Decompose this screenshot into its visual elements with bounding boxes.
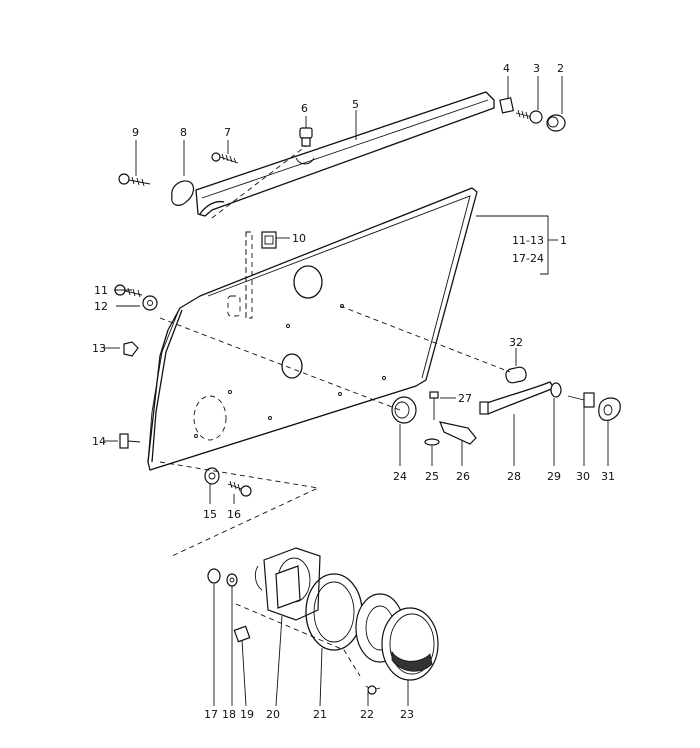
label-31: 31: [601, 470, 615, 483]
label-group-a: 11-13: [512, 234, 544, 247]
label-32: 32: [509, 336, 523, 349]
screw-14: [119, 433, 141, 449]
label-16: 16: [227, 508, 241, 521]
label-2: 2: [557, 62, 564, 75]
washer-18: [226, 573, 238, 587]
part-labels: 2 3 4 5 6 7 8 9 10 11-13 1 17-24 11 12 1…: [92, 62, 615, 721]
edge-piping: [147, 309, 183, 463]
screw-11: [114, 284, 143, 298]
clip-10: [261, 231, 277, 249]
speaker-housing-20: [254, 547, 321, 621]
nut-4: [499, 97, 515, 114]
washer-15: [204, 467, 220, 485]
cap-31: [598, 397, 621, 421]
speaker-grille-23: [381, 607, 439, 681]
label-19: 19: [240, 708, 254, 721]
cap-2: [546, 114, 566, 132]
pull-handle-8: [171, 180, 195, 206]
label-22: 22: [360, 708, 374, 721]
assembly-lines: [159, 145, 511, 677]
gasket-21: [305, 573, 363, 651]
label-15: 15: [203, 508, 217, 521]
label-group-b: 17-24: [512, 252, 544, 265]
bolt-30: [567, 392, 595, 408]
door-panel: [147, 187, 478, 471]
label-27: 27: [458, 392, 472, 405]
washer-29: [550, 382, 562, 398]
label-21: 21: [313, 708, 327, 721]
grommet-24: [391, 396, 417, 424]
label-23: 23: [400, 708, 414, 721]
label-25: 25: [425, 470, 439, 483]
clip-19: [233, 625, 251, 643]
label-24: 24: [393, 470, 407, 483]
label-4: 4: [503, 62, 510, 75]
clip-6: [299, 127, 313, 147]
washer-25: [424, 438, 440, 446]
label-18: 18: [222, 708, 236, 721]
label-6: 6: [301, 102, 308, 115]
label-9: 9: [132, 126, 139, 139]
label-26: 26: [456, 470, 470, 483]
bumper-32: [505, 366, 527, 384]
label-7: 7: [224, 126, 231, 139]
label-17: 17: [204, 708, 218, 721]
strap-28: [479, 381, 555, 415]
label-20: 20: [266, 708, 280, 721]
screw-3: [515, 109, 543, 124]
trim-strip: [195, 91, 495, 217]
label-8: 8: [180, 126, 187, 139]
clip-13: [123, 341, 139, 357]
label-14: 14: [92, 435, 106, 448]
label-1: 1: [560, 234, 567, 247]
label-30: 30: [576, 470, 590, 483]
label-12: 12: [94, 300, 108, 313]
leader-lines: [104, 76, 609, 707]
screw-9: [118, 173, 151, 187]
label-13: 13: [92, 342, 106, 355]
screw-7: [211, 152, 239, 164]
screw-16: [227, 480, 252, 497]
label-11: 11: [94, 284, 108, 297]
label-3: 3: [533, 62, 540, 75]
label-5: 5: [352, 98, 359, 111]
label-29: 29: [547, 470, 561, 483]
lever-26: [439, 421, 477, 445]
pin-27: [429, 391, 439, 420]
washer-12: [142, 295, 158, 311]
label-28: 28: [507, 470, 521, 483]
nut-17: [207, 568, 221, 584]
label-10: 10: [292, 232, 306, 245]
